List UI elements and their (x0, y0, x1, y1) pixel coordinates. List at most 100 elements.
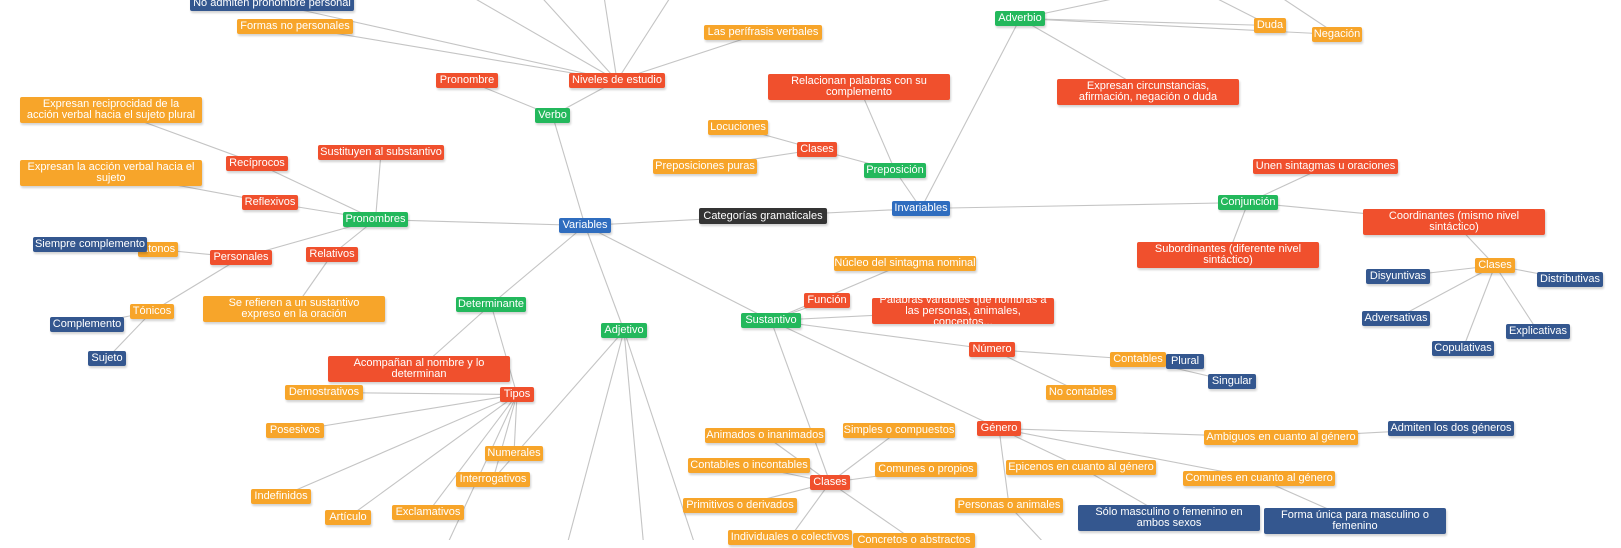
node-variables[interactable]: Variables (559, 218, 611, 233)
edge-invariables-adverbio (920, 18, 1021, 209)
node-verbo[interactable]: Verbo (535, 108, 570, 123)
node-no-admiten-pronombre[interactable]: No admiten pronombre personal (190, 0, 354, 11)
node-categorias-gramaticales[interactable]: Categorías gramaticales (699, 208, 827, 224)
node-admiten-dos-generos[interactable]: Admiten los dos géneros (1388, 421, 1514, 436)
node-no-contables[interactable]: No contables (1046, 385, 1116, 400)
node-sustantivo[interactable]: Sustantivo (741, 313, 801, 328)
node-pronombre[interactable]: Pronombre (436, 73, 498, 88)
node-primitivos-derivados[interactable]: Primitivos o derivados (683, 498, 797, 513)
node-expresan-circunstancias[interactable]: Expresan circunstancias, afirmación, neg… (1057, 79, 1239, 105)
node-comunes-genero[interactable]: Comunes en cuanto al género (1183, 471, 1335, 486)
edge-stub-niveles (543, 0, 618, 81)
node-clases-preposicion[interactable]: Clases (797, 142, 837, 157)
edge-clases_sust-individuales (789, 482, 831, 538)
edge-adverbio-negacion (1019, 17, 1338, 36)
edge-sustantivo-genero (770, 320, 1000, 429)
edge-stub-niveles (476, 0, 618, 81)
edge-stub-adjetivo (567, 330, 625, 540)
node-clases-conjuncion[interactable]: Clases (1475, 258, 1515, 273)
node-singular[interactable]: Singular (1208, 374, 1256, 389)
node-sujeto[interactable]: Sujeto (88, 351, 126, 366)
node-individuales-colectivos[interactable]: Individuales o colectivos (728, 530, 852, 545)
node-invariables[interactable]: Invariables (892, 201, 950, 216)
node-numerales[interactable]: Numerales (485, 446, 543, 461)
node-determinante[interactable]: Determinante (456, 297, 526, 312)
edge-genero-personas_animales (998, 428, 1010, 506)
node-unen-sintagmas[interactable]: Unen sintagmas u oraciones (1253, 159, 1398, 174)
node-niveles-de-estudio[interactable]: Niveles de estudio (569, 73, 665, 88)
node-personas-animales[interactable]: Personas o animales (955, 498, 1063, 513)
node-tonicos[interactable]: Tónicos (130, 304, 174, 319)
node-preposicion[interactable]: Preposición (864, 163, 926, 178)
node-coordinantes[interactable]: Coordinantes (mismo nivel sintáctico) (1363, 209, 1545, 235)
node-articulo[interactable]: Artículo (325, 510, 371, 525)
node-exclamativos[interactable]: Exclamativos (392, 505, 464, 520)
node-adjetivo[interactable]: Adjetivo (601, 323, 647, 338)
node-concretos-abstractos[interactable]: Concretos o abstractos (853, 533, 975, 548)
edge-clases_sust-concretos (829, 482, 915, 540)
edge-tipos-interrogativos (492, 394, 518, 480)
node-disyuntivas[interactable]: Disyuntivas (1366, 269, 1430, 284)
node-plural[interactable]: Plural (1166, 354, 1204, 369)
edge-pronombres-reciprocos (256, 163, 376, 220)
node-reciprocos[interactable]: Recíprocos (226, 156, 288, 171)
node-se-refieren[interactable]: Se refieren a un sustantivo expreso en l… (203, 296, 385, 322)
edge-tipos-indefinidos (280, 393, 518, 498)
node-posesivos[interactable]: Posesivos (266, 423, 324, 438)
node-nucleo-sintagma[interactable]: Núcleo del sintagma nominal (834, 256, 976, 271)
node-reflexivos[interactable]: Reflexivos (242, 195, 298, 210)
node-expresan-accion-sujeto[interactable]: Expresan la acción verbal hacia el sujet… (20, 160, 202, 186)
node-perifrasis-verbales[interactable]: Las perífrasis verbales (704, 25, 822, 40)
node-comunes-propios[interactable]: Comunes o propios (875, 462, 977, 477)
node-relacionan-palabras[interactable]: Relacionan palabras con su complemento (768, 74, 950, 100)
edge-stub-niveles (616, 0, 670, 81)
node-preposiciones-puras[interactable]: Preposiciones puras (653, 159, 757, 174)
node-tipos[interactable]: Tipos (500, 387, 534, 402)
edge-preposicion-relacionan (858, 86, 896, 171)
edge-stub-adjetivo (623, 330, 644, 540)
node-negacion[interactable]: Negación (1312, 27, 1362, 42)
edge-invariables-conjuncion (920, 201, 1249, 210)
edge-variables-pronombres (375, 218, 586, 227)
node-relativos[interactable]: Relativos (306, 247, 358, 262)
node-genero[interactable]: Género (977, 421, 1021, 436)
node-sustituyen-substantivo[interactable]: Sustituyen al substantivo (318, 145, 444, 160)
node-contables[interactable]: Contables (1110, 352, 1166, 367)
node-complemento[interactable]: Complemento (50, 317, 124, 332)
edge-personales-tonicos (151, 257, 242, 312)
node-formas-no-personales[interactable]: Formas no personales (237, 19, 353, 34)
node-conjuncion[interactable]: Conjunción (1218, 195, 1278, 210)
node-animados-inanimados[interactable]: Animados o inanimados (705, 428, 825, 443)
node-solo-masculino-femenino[interactable]: Sólo masculino o femenino en ambos sexos (1078, 505, 1260, 531)
node-pronombres[interactable]: Pronombres (343, 212, 408, 227)
node-subordinantes[interactable]: Subordinantes (diferente nivel sintáctic… (1137, 242, 1319, 268)
node-forma-unica[interactable]: Forma única para masculino o femenino (1264, 508, 1446, 534)
node-numero[interactable]: Número (969, 342, 1015, 357)
node-distributivas[interactable]: Distributivas (1537, 272, 1603, 287)
node-copulativas[interactable]: Copulativas (1432, 341, 1494, 356)
node-epicenos[interactable]: Epicenos en cuanto al género (1006, 460, 1156, 475)
edge-sustantivo-nucleo (770, 262, 906, 322)
node-demostrativos[interactable]: Demostrativos (285, 385, 363, 400)
edge-clases_sust-simples (829, 430, 900, 483)
node-personales[interactable]: Personales (210, 250, 272, 265)
node-adversativas[interactable]: Adversativas (1362, 311, 1430, 326)
node-contables-incontables[interactable]: Contables o incontables (688, 458, 810, 473)
node-acompanan-nombre[interactable]: Acompañan al nombre y lo determinan (328, 356, 510, 382)
node-duda[interactable]: Duda (1254, 18, 1286, 33)
node-expresan-reciprocidad[interactable]: Expresan reciprocidad de la acción verba… (20, 97, 202, 123)
node-ambiguos[interactable]: Ambiguos en cuanto al género (1204, 430, 1358, 445)
node-atonos[interactable]: Átonos (138, 242, 178, 257)
node-adverbio[interactable]: Adverbio (995, 11, 1045, 26)
node-interrogativos[interactable]: Interrogativos (456, 472, 530, 487)
node-indefinidos[interactable]: Indefinidos (251, 489, 311, 504)
node-simples-compuestos[interactable]: Simples o compuestos (843, 423, 955, 438)
node-explicativas[interactable]: Explicativas (1506, 324, 1570, 339)
edge-variables-adjetivo (584, 225, 625, 331)
node-palabras-variables[interactable]: Palabras variables que nombras a las per… (872, 298, 1054, 324)
node-clases-sustantivo[interactable]: Clases (810, 475, 850, 490)
node-siempre-complemento[interactable]: Siempre complemento (33, 237, 147, 252)
node-funcion[interactable]: Función (804, 293, 850, 308)
node-locuciones[interactable]: Locuciones (708, 120, 768, 135)
